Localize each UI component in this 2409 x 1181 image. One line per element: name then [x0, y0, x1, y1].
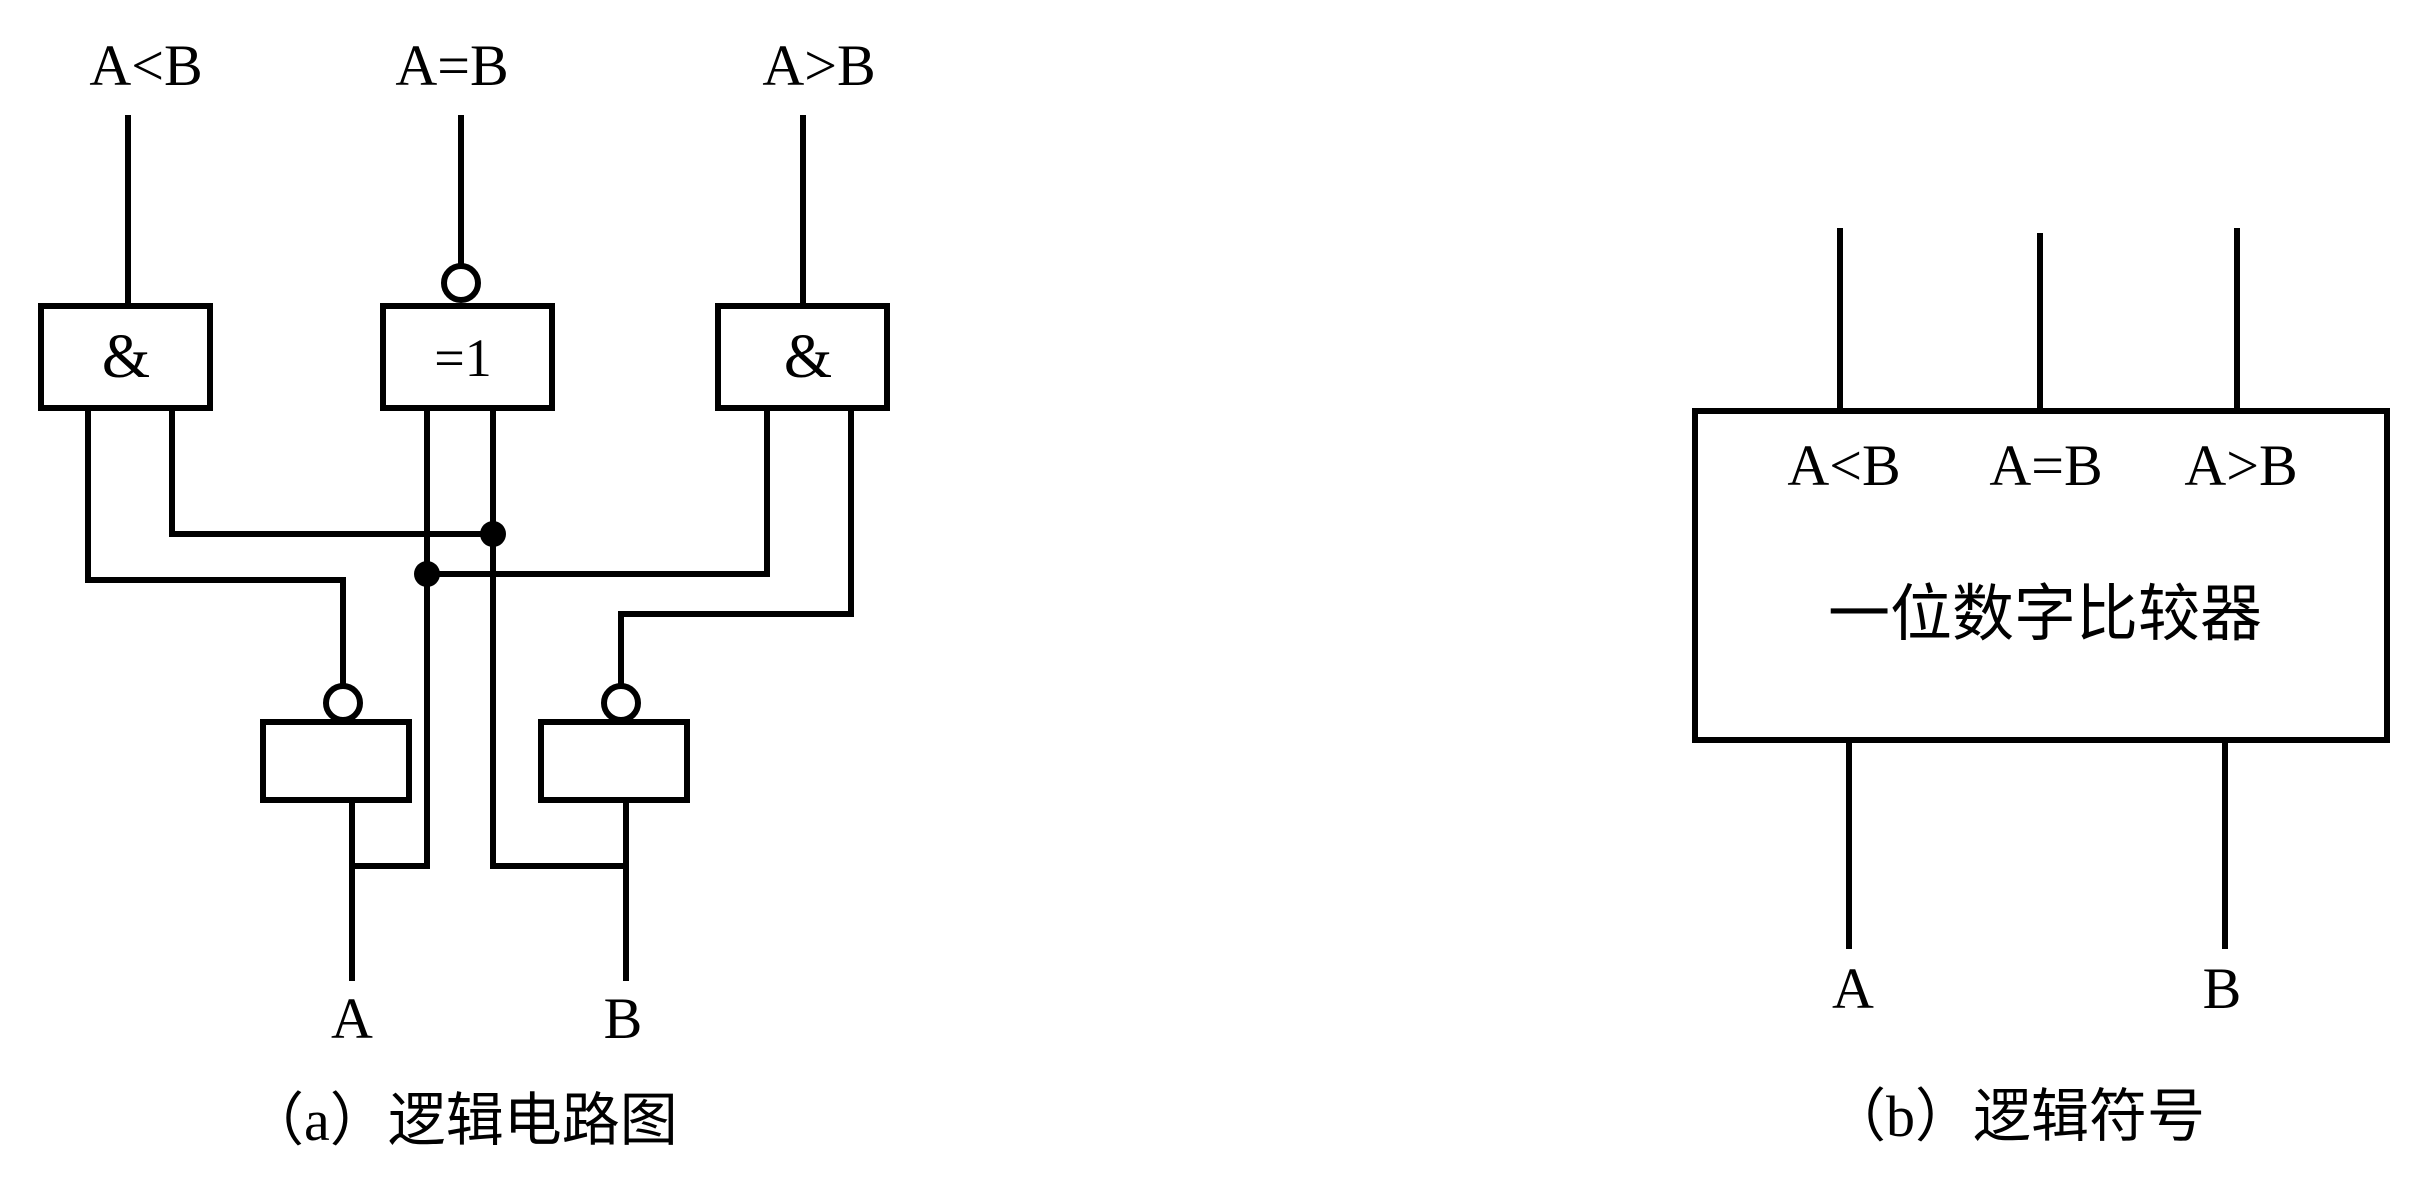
wire-b-to-and-left	[169, 405, 496, 537]
pin-label-equal: A=B	[1989, 433, 2102, 498]
and-gate-right-label: &	[784, 323, 832, 391]
junction-a	[414, 561, 440, 587]
output-label-less: A<B	[89, 33, 202, 98]
junction-b	[480, 521, 506, 547]
xnor-gate-label: =1	[434, 328, 491, 388]
wire-b-to-xnor	[490, 405, 629, 869]
and-gate-left: &	[38, 303, 213, 411]
wire-a-to-xnor	[349, 405, 430, 869]
pin-label-less: A<B	[1787, 433, 1900, 498]
not-gate-b	[538, 719, 690, 803]
logic-circuit: A<B A=B A>B & =1	[38, 33, 890, 1153]
and-gate-left-label: &	[102, 323, 150, 391]
and-gate-right: &	[715, 303, 890, 411]
wire-a-to-and-right	[424, 405, 770, 577]
pin-label-greater: A>B	[2184, 433, 2297, 498]
symbol-input-label-b: B	[2203, 956, 2242, 1021]
wire-notb-to-and-right	[618, 405, 854, 689]
input-label-b: B	[604, 986, 643, 1051]
xnor-output-bubble	[441, 263, 481, 303]
caption-circuit: （a）逻辑电路图	[246, 1088, 678, 1153]
xnor-gate: =1	[380, 303, 555, 411]
symbol-input-label-a: A	[1832, 956, 1874, 1021]
logic-symbol: A<B A=B A>B 一位数字比较器 A B （b）逻辑符号	[1692, 228, 2390, 1149]
output-label-equal: A=B	[395, 33, 508, 98]
not-gate-a-bubble	[323, 683, 363, 723]
not-gate-a	[260, 719, 412, 803]
caption-symbol: （b）逻辑符号	[1828, 1084, 2205, 1149]
wire-nota-to-and-left	[85, 405, 346, 689]
not-gate-b-bubble	[601, 683, 641, 723]
comparator-block	[1692, 408, 2390, 743]
output-label-greater: A>B	[762, 33, 875, 98]
comparator-title: 一位数字比较器	[1828, 581, 2262, 649]
input-label-a: A	[331, 986, 373, 1051]
